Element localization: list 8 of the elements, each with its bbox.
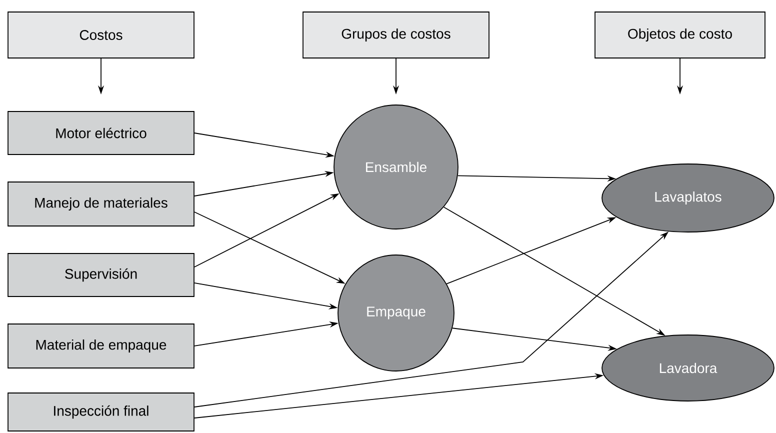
header-box: Costos bbox=[8, 12, 194, 58]
cost-box: Motor eléctrico bbox=[8, 111, 194, 155]
cost-box: Material de empaque bbox=[8, 324, 194, 368]
cost-box: Supervisión bbox=[8, 253, 194, 297]
header-box: Grupos de costos bbox=[302, 12, 490, 58]
cost-box: Inspección final bbox=[8, 392, 194, 432]
cost-box: Manejo de materiales bbox=[8, 182, 194, 226]
header-box: Objetos de costo bbox=[594, 12, 766, 58]
